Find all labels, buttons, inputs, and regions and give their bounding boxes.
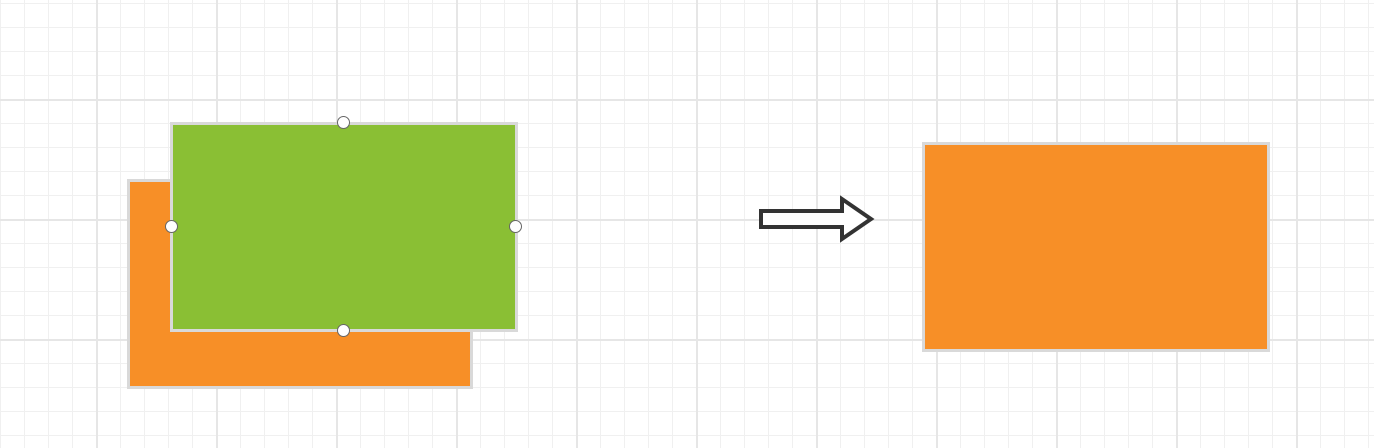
resize-handle-left[interactable] bbox=[165, 220, 178, 233]
right-arrow-icon bbox=[759, 195, 875, 243]
orange-rectangle-result[interactable] bbox=[922, 142, 1270, 352]
resize-handle-bottom[interactable] bbox=[337, 324, 350, 337]
right-arrow-outline bbox=[759, 195, 875, 243]
resize-handle-top[interactable] bbox=[337, 116, 350, 129]
resize-handle-right[interactable] bbox=[509, 220, 522, 233]
green-rectangle-selected[interactable] bbox=[170, 122, 518, 332]
